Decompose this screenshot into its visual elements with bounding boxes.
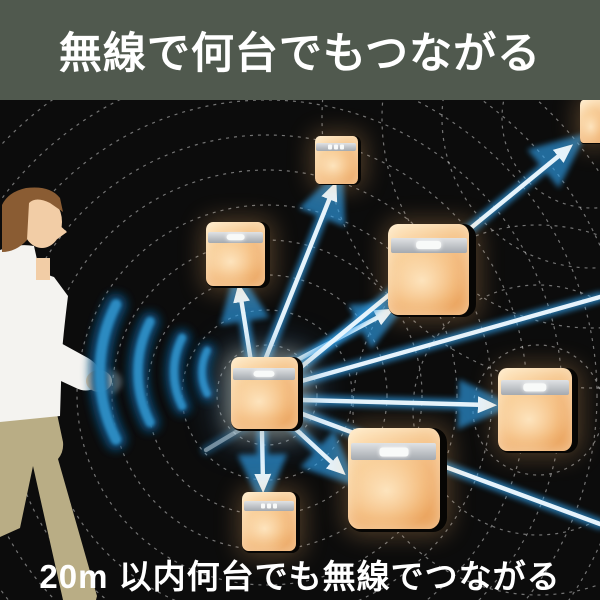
person-pants <box>0 400 97 600</box>
caption-text: 20m 以内何台でも無線でつながる <box>39 558 561 595</box>
motion-signal-waves <box>89 293 216 451</box>
connection-arrows <box>200 133 600 530</box>
person-neck <box>36 258 50 280</box>
wireless-range-rings <box>0 100 600 600</box>
header-banner: 無線で何台でもつながる <box>0 0 600 100</box>
person-face <box>22 196 62 248</box>
scene-canvas <box>0 100 600 600</box>
person-arm <box>20 324 101 391</box>
person-illustration <box>0 187 122 600</box>
illustration-scene: 20m 以内何台でも無線でつながる <box>0 100 600 600</box>
person-nose <box>56 222 67 240</box>
person-hair <box>2 187 63 252</box>
header-title: 無線で何台でもつながる <box>58 30 542 78</box>
